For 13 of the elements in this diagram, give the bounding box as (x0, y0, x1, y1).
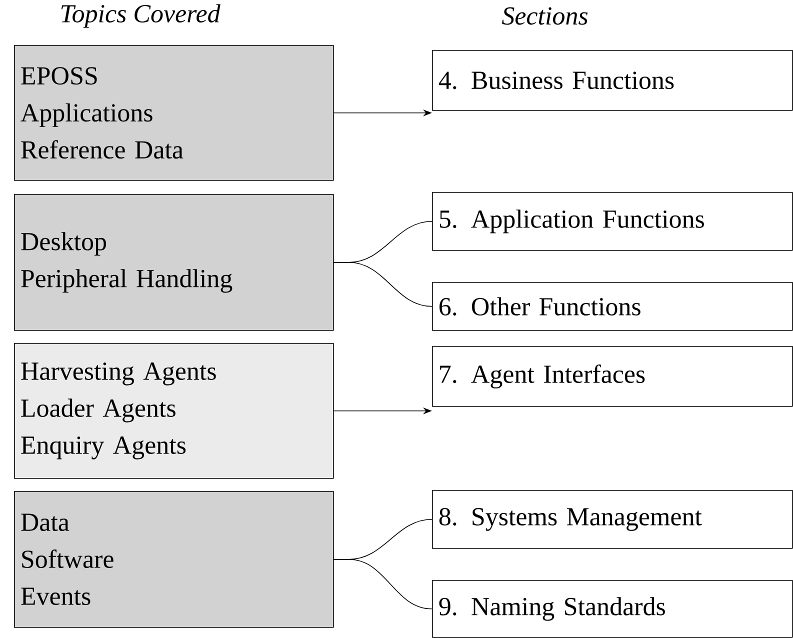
topic-box: Desktop Peripheral Handling (14, 194, 334, 331)
connector (333, 559, 432, 610)
column-heading: Sections (502, 7, 588, 25)
section-box: 6. Other Functions (432, 282, 793, 331)
topic-box: EPOSS Applications Reference Data (14, 45, 334, 181)
topic-box: Harvesting Agents Loader Agents Enquiry Agents (14, 343, 334, 479)
section-box: 4. Business Functions (432, 50, 793, 111)
topic-box: Data Software Events (14, 491, 334, 628)
section-box: 5. Application Functions (432, 192, 793, 251)
section-box: 9. Naming Standards (432, 580, 793, 638)
section-box: 8. Systems Management (432, 490, 793, 549)
section-box: 7. Agent Interfaces (432, 346, 793, 407)
connector (333, 262, 432, 307)
